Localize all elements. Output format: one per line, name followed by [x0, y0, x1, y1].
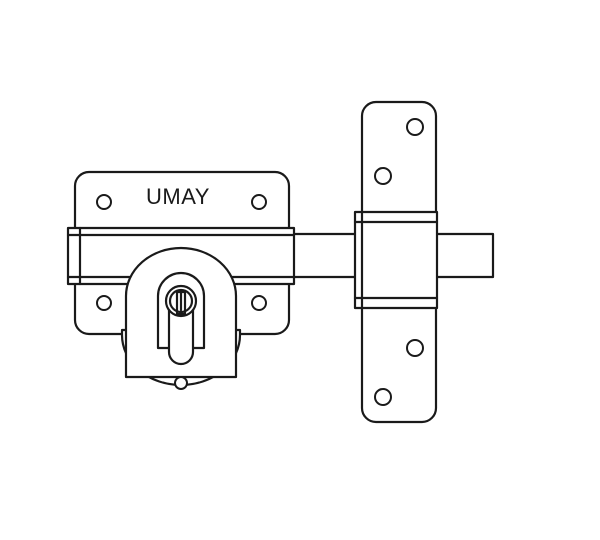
keeper-block	[353, 210, 439, 310]
cylinder-housing	[120, 246, 242, 390]
brand-label: UMAY	[146, 184, 210, 209]
strike-screw-hole-3	[406, 339, 424, 357]
keyway-slot	[167, 304, 195, 366]
body-screw-hole-4	[251, 295, 267, 311]
cylinder-screw-hole	[174, 376, 188, 390]
body-screw-hole-2	[251, 194, 267, 210]
strike-screw-hole-4	[374, 388, 392, 406]
strike-screw-hole-2	[374, 167, 392, 185]
body-screw-hole-1	[96, 194, 112, 210]
strike-screw-hole-1	[406, 118, 424, 136]
keyhole-icon	[175, 290, 187, 316]
body-screw-hole-3	[96, 295, 112, 311]
keeper-block-body	[353, 210, 439, 310]
